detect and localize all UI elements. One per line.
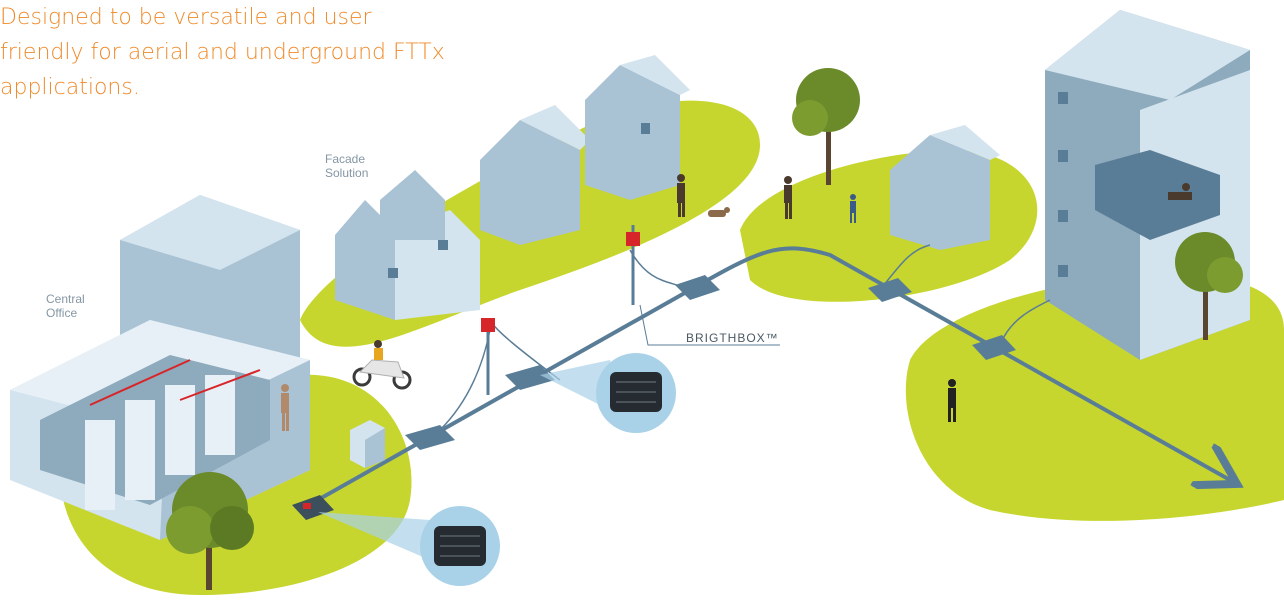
facade-solution-label: Facade Solution: [325, 152, 369, 180]
aerial-poles: [481, 225, 640, 395]
apartment-tower: [1045, 10, 1250, 360]
tree-icon: [792, 68, 860, 185]
closure-bubble-lower: [318, 506, 500, 586]
drop-cable: [439, 244, 1051, 431]
person-icon: [850, 194, 856, 223]
facade-houses: [335, 170, 480, 320]
tree-icon: [1175, 232, 1243, 340]
brightbox-callout-line: [639, 304, 780, 346]
person-icon: [948, 379, 956, 422]
tree-icon: [166, 472, 254, 590]
person-icon: [677, 174, 685, 217]
person-icon: [784, 176, 792, 219]
person-icon: [1168, 183, 1192, 200]
headline: Designed to be versatile and user friend…: [0, 5, 445, 100]
street-cabinet: [350, 420, 385, 468]
person-icon: [281, 384, 289, 431]
park-house: [890, 125, 1000, 250]
scooter-icon: [352, 340, 412, 390]
central-office-building: [10, 195, 310, 540]
dog-icon: [708, 207, 730, 217]
village-houses: [480, 55, 690, 245]
central-office-label: Central Office: [46, 292, 85, 320]
closure-bubble-upper: [540, 353, 676, 433]
brightbox-label: BRIGTHBOX™: [686, 331, 779, 345]
